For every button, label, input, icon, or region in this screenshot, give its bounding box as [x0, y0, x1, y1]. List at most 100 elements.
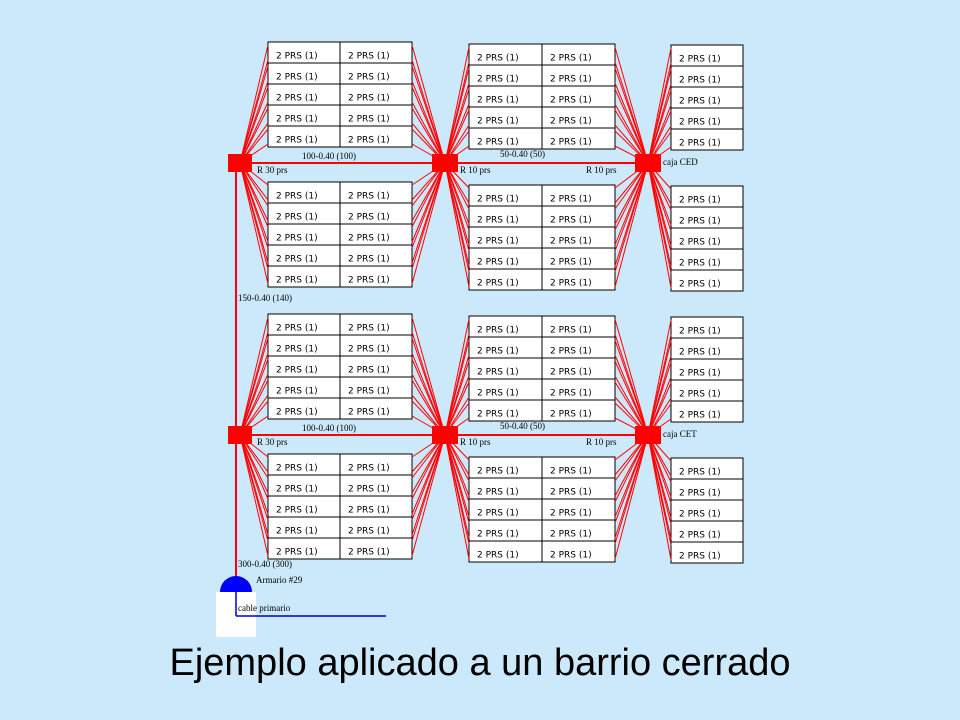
pair-label: 2 PRS (1)	[348, 387, 390, 397]
fan-line	[239, 434, 269, 500]
fan-line	[444, 402, 470, 436]
lower-group-c-bottom-cell	[670, 541, 744, 564]
pair-label: 2 PRS (1)	[477, 258, 519, 268]
fan-line	[411, 394, 446, 436]
pair-label: 2 PRS (1)	[477, 326, 519, 336]
fan-line	[239, 122, 269, 164]
fan-line	[239, 415, 269, 436]
pair-label: 2 PRS (1)	[679, 411, 721, 421]
fan-line	[411, 434, 446, 473]
fan-line	[444, 434, 470, 461]
fan-line	[411, 379, 446, 436]
pair-label: 2 PRS (1)	[477, 138, 519, 148]
pair-label: 2 PRS (1)	[477, 75, 519, 85]
fan-line	[411, 373, 446, 436]
fan-line	[647, 319, 672, 436]
fan-line	[614, 434, 649, 560]
pair-label: 2 PRS (1)	[276, 213, 318, 223]
fan-line	[239, 44, 269, 164]
fan-line	[239, 434, 269, 458]
pair-label: 2 PRS (1)	[276, 115, 318, 125]
pair-label: 2 PRS (1)	[276, 506, 318, 516]
upper-cable-50-label: 50-0.40 (50)	[500, 149, 545, 159]
fan-line	[444, 162, 470, 288]
pair-label: 2 PRS (1)	[276, 345, 318, 355]
fan-line	[239, 316, 269, 436]
pair-label: 2 PRS (1)	[679, 468, 721, 478]
fan-line	[444, 124, 470, 164]
fan-line	[239, 394, 269, 436]
pair-label: 2 PRS (1)	[679, 510, 721, 520]
fan-line	[444, 88, 470, 164]
fan-line	[411, 358, 446, 436]
fan-line	[239, 162, 269, 270]
fan-line	[614, 434, 649, 482]
fan-line	[239, 379, 269, 436]
lower-group-b-top-cell	[541, 399, 616, 422]
fan-line	[444, 434, 470, 503]
fan-line	[411, 162, 446, 207]
fan-line	[647, 434, 672, 504]
upper-caja-label: caja CED	[663, 157, 698, 167]
fan-line	[614, 162, 649, 210]
pair-label: 2 PRS (1)	[679, 489, 721, 499]
fan-line	[614, 162, 649, 189]
pair-label: 2 PRS (1)	[679, 327, 721, 337]
lower-group-a-top-cell	[339, 397, 413, 420]
pair-label: 2 PRS (1)	[679, 97, 721, 107]
fan-line	[614, 124, 649, 164]
lower-cable-50-label: 50-0.40 (50)	[500, 421, 545, 431]
pair-label: 2 PRS (1)	[348, 52, 390, 62]
fan-line	[647, 162, 672, 253]
pair-label: 2 PRS (1)	[550, 368, 592, 378]
fan-line	[444, 162, 470, 252]
fan-line	[647, 89, 672, 164]
fan-line	[444, 67, 470, 164]
fan-line	[444, 162, 470, 189]
fan-line	[411, 65, 446, 164]
fan-line	[614, 381, 649, 436]
pair-label: 2 PRS (1)	[477, 509, 519, 519]
upper-group-a-top-cell	[339, 125, 413, 148]
fan-line	[444, 130, 470, 164]
fan-line	[647, 110, 672, 164]
pair-label: 2 PRS (1)	[348, 485, 390, 495]
pair-label: 2 PRS (1)	[276, 464, 318, 474]
fan-line	[411, 415, 446, 436]
fan-line	[444, 417, 470, 436]
fan-line	[239, 162, 269, 186]
pair-label: 2 PRS (1)	[348, 115, 390, 125]
pair-label: 2 PRS (1)	[550, 75, 592, 85]
fan-line	[239, 162, 269, 285]
fan-line	[614, 162, 649, 204]
lower-r10-label-a: R 10 prs	[460, 437, 491, 447]
pair-label: 2 PRS (1)	[276, 255, 318, 265]
pair-label: 2 PRS (1)	[550, 96, 592, 106]
fan-line	[647, 434, 672, 561]
pair-label: 2 PRS (1)	[276, 136, 318, 146]
cable-150-label: 150-0.40 (140)	[238, 293, 292, 303]
fan-line	[411, 162, 446, 186]
fan-line	[614, 162, 649, 288]
fan-line	[614, 145, 649, 164]
pair-label: 2 PRS (1)	[679, 76, 721, 86]
fan-line	[647, 125, 672, 164]
pair-label: 2 PRS (1)	[348, 324, 390, 334]
fan-line	[444, 162, 470, 231]
upper-r10-label-b: R 10 prs	[586, 165, 617, 175]
pair-label: 2 PRS (1)	[679, 390, 721, 400]
pair-label: 2 PRS (1)	[348, 464, 390, 474]
fan-line	[614, 375, 649, 436]
fan-line	[411, 434, 446, 557]
pair-label: 2 PRS (1)	[679, 280, 721, 290]
fan-line	[614, 162, 649, 231]
lower-group-b-bottom-cell	[541, 540, 616, 563]
fan-line	[411, 107, 446, 164]
pair-label: 2 PRS (1)	[276, 366, 318, 376]
fan-line	[614, 434, 649, 461]
fan-line	[444, 162, 470, 210]
fan-line	[239, 162, 269, 201]
fan-line	[647, 434, 672, 483]
pair-label: 2 PRS (1)	[276, 73, 318, 83]
fan-line	[614, 434, 649, 524]
